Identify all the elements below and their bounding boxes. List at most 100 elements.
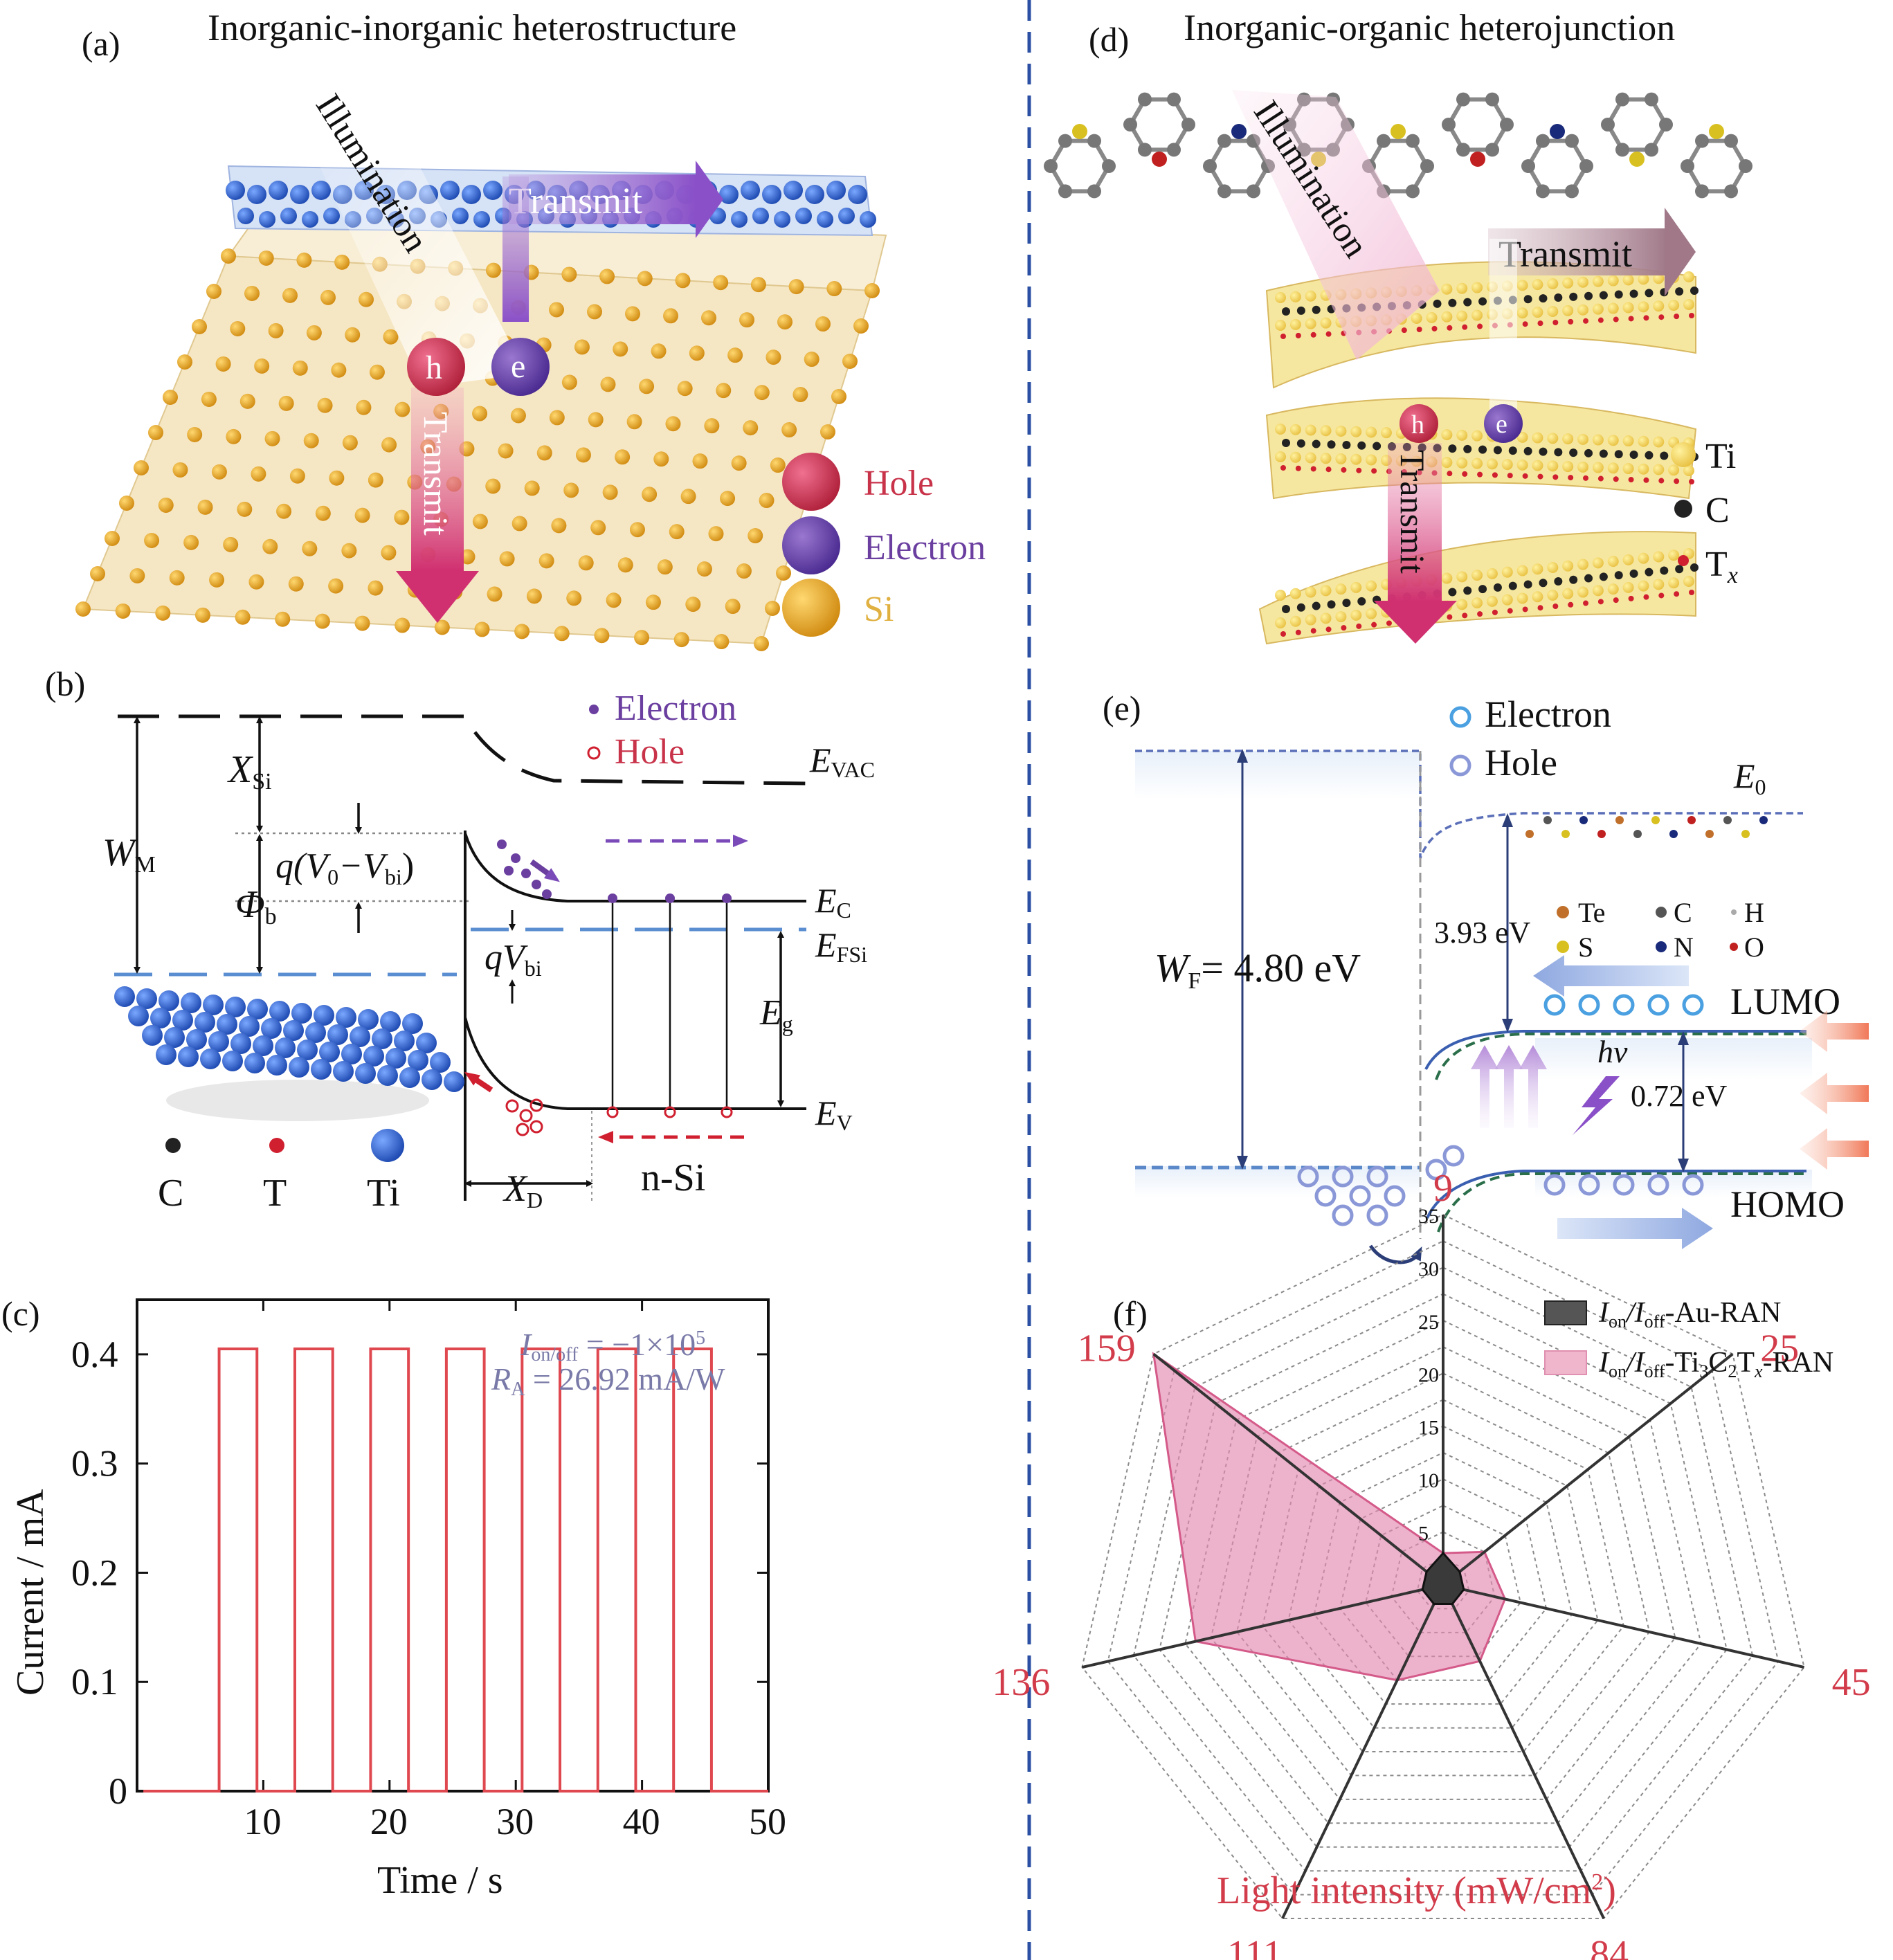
t-atom	[1356, 623, 1362, 629]
ti-atom	[336, 1007, 356, 1028]
c-atom	[1312, 439, 1321, 448]
c-atom	[1660, 451, 1669, 460]
c-atom	[1584, 448, 1593, 457]
ti-atom	[1638, 580, 1649, 592]
si-atom	[144, 532, 160, 548]
si-atom	[368, 580, 383, 596]
radar-r-tick-label: 30	[1418, 1258, 1439, 1280]
ti-atom	[408, 1050, 428, 1071]
si-atom	[354, 507, 370, 523]
ti-atom	[422, 1069, 442, 1090]
ti-atom	[222, 1051, 243, 1071]
vacuum-level-e	[1135, 750, 1803, 859]
si-atom	[743, 420, 759, 436]
ti-atom	[1320, 453, 1332, 464]
t-atom	[1447, 614, 1453, 620]
ti-atom	[1653, 436, 1665, 448]
si-atom	[514, 624, 530, 639]
legend-tx-icon	[1678, 555, 1689, 566]
si-atom	[642, 487, 658, 502]
t-atom	[1674, 314, 1680, 320]
ti-atom	[1622, 302, 1634, 314]
legend-b-hole-label: Hole	[615, 732, 685, 772]
c-atom	[1599, 449, 1608, 458]
c-atom	[1645, 451, 1654, 460]
electron-glyph-d: e	[1496, 410, 1507, 439]
ti-atom	[784, 181, 803, 200]
legend-c-icon	[1674, 500, 1692, 518]
x-axis-label-f: Light intensity (mW/cm2)	[1217, 1869, 1616, 1912]
t-atom	[1431, 325, 1438, 332]
c-atom	[1629, 451, 1638, 460]
molecule-ring	[1048, 138, 1112, 194]
si-atom	[685, 597, 701, 612]
radar-axis-label: 84	[1590, 1933, 1629, 1960]
t-atom	[1658, 478, 1665, 484]
c-atom	[1327, 440, 1336, 449]
si-atom	[538, 553, 554, 569]
ti-atom	[269, 1001, 290, 1022]
wf-label: WF= 4.80 eV	[1154, 945, 1361, 994]
ti-atom	[291, 1003, 312, 1024]
radar-axis-label: 159	[1078, 1327, 1136, 1370]
si-atom	[90, 566, 105, 581]
hole-glyph-a: h	[426, 350, 442, 386]
molecule-atom	[1645, 92, 1658, 107]
c-atom	[1478, 585, 1487, 594]
radar-axis-label: 136	[992, 1661, 1050, 1704]
molecule-atom	[1456, 92, 1470, 107]
hole-particle-d	[1400, 404, 1438, 443]
ti-atom	[1471, 597, 1483, 609]
c-atom	[1433, 299, 1442, 308]
legend-e-electron-icon	[1449, 706, 1471, 728]
ti-atom	[1320, 425, 1332, 437]
molecule-atom	[1087, 184, 1101, 199]
t-atom	[1310, 628, 1316, 634]
ti-atom	[394, 1031, 415, 1051]
molecule-atom	[1167, 143, 1181, 157]
ti-atom	[290, 185, 309, 204]
ti-atom	[1577, 276, 1589, 288]
si-atom	[329, 470, 345, 486]
photon-icon	[1573, 1076, 1620, 1135]
molecule-atom	[1687, 816, 1696, 824]
panel-b-label: (b)	[45, 664, 85, 703]
si-atom	[736, 563, 752, 579]
ti-atom	[1350, 426, 1362, 437]
ti-atom	[1516, 592, 1528, 604]
si-atom	[183, 534, 199, 550]
legend-e-hole-label: Hole	[1485, 742, 1557, 783]
t-atom	[1613, 316, 1619, 323]
panel-d-title: Inorganic-organic heterojunction	[1184, 7, 1675, 48]
si-atom	[713, 275, 729, 291]
si-atom	[680, 489, 696, 505]
legend-e-hole-icon	[1449, 754, 1471, 777]
ti-atom	[1653, 300, 1665, 312]
ti-atom	[1380, 427, 1392, 439]
ti-atom	[358, 1009, 379, 1030]
si-atom	[306, 325, 322, 341]
molecule-atom	[1659, 118, 1673, 131]
ti-atom	[1350, 453, 1362, 465]
t-atom	[1507, 473, 1513, 479]
si-atom	[248, 574, 264, 590]
ti-atom	[1275, 617, 1286, 628]
si-atom	[230, 320, 246, 336]
ti-atom	[341, 1044, 362, 1064]
e0-label: E0	[1733, 756, 1766, 799]
t-atom	[1371, 621, 1377, 628]
ti-atom	[1683, 299, 1694, 310]
t-atom	[1552, 474, 1559, 480]
si-atom	[549, 302, 564, 318]
c-atom	[1569, 448, 1578, 457]
e-c-label: EC	[815, 881, 851, 923]
ti-atom	[150, 1008, 171, 1028]
molecule-atom	[1695, 134, 1709, 148]
radar-axis	[1442, 1584, 1805, 1669]
molecule-atom	[1579, 816, 1588, 824]
ti-atom	[1516, 307, 1528, 319]
ti-atom	[363, 1046, 384, 1067]
c-atom	[1282, 307, 1290, 316]
ti-atom	[181, 992, 201, 1013]
legend-hole-label: Hole	[864, 464, 934, 503]
